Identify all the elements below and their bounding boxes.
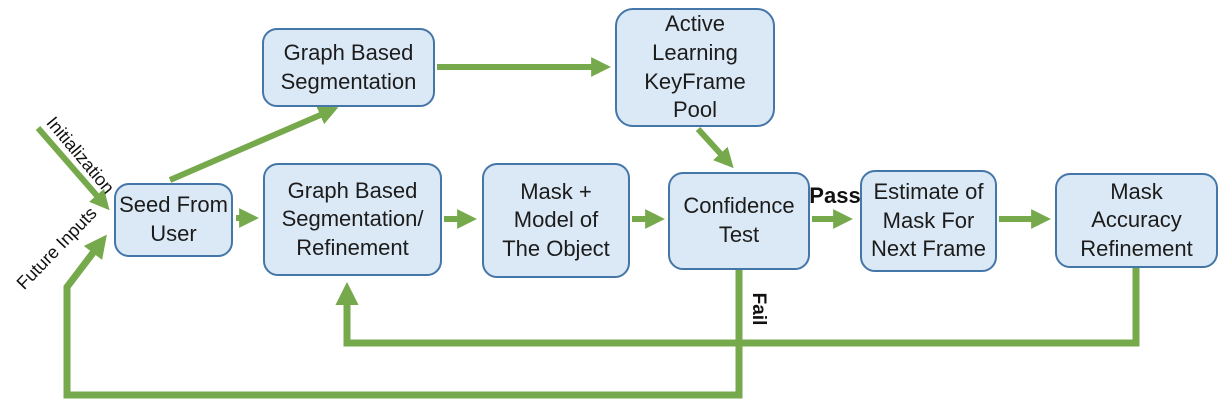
node-confidence-test: Confidence Test [668, 172, 810, 270]
node-graph-based-segmentation-refinement-label: Graph Based Segmentation/ Refinement [281, 177, 424, 260]
node-mask-model-of-object-label: Mask + Model of The Object [502, 178, 610, 261]
node-mask-accuracy-refinement-label: Mask Accuracy Refinement [1080, 178, 1193, 261]
node-graph-based-segmentation-label: Graph Based Segmentation [280, 39, 417, 94]
node-graph-based-segmentation-refinement: Graph Based Segmentation/ Refinement [263, 163, 442, 276]
node-active-learning-keyframe-pool-label: Active Learning KeyFrame Pool [644, 11, 746, 123]
node-mask-model-of-object: Mask + Model of The Object [482, 163, 630, 278]
edge-label-pass: Pass [809, 183, 861, 208]
edge-label-fail: Fail [748, 292, 769, 326]
node-active-learning-keyframe-pool: Active Learning KeyFrame Pool [615, 8, 775, 127]
node-mask-accuracy-refinement: Mask Accuracy Refinement [1055, 173, 1218, 268]
node-seed-from-user: Seed From User [114, 183, 233, 257]
node-estimate-of-mask-next-frame-label: Estimate of Mask For Next Frame [871, 179, 986, 262]
node-seed-from-user-label: Seed From User [119, 192, 228, 246]
node-estimate-of-mask-next-frame: Estimate of Mask For Next Frame [860, 170, 997, 272]
node-confidence-test-label: Confidence Test [683, 193, 795, 247]
edge-seed-to-graph-segmentation [168, 106, 339, 183]
edge-initialization-arrow [35, 126, 110, 211]
edge-keyframe-pool-to-confidence-test [695, 126, 734, 169]
node-graph-based-segmentation: Graph Based Segmentation [262, 28, 435, 107]
edge-fail-loop-to-seed-future-inputs [63, 234, 743, 399]
